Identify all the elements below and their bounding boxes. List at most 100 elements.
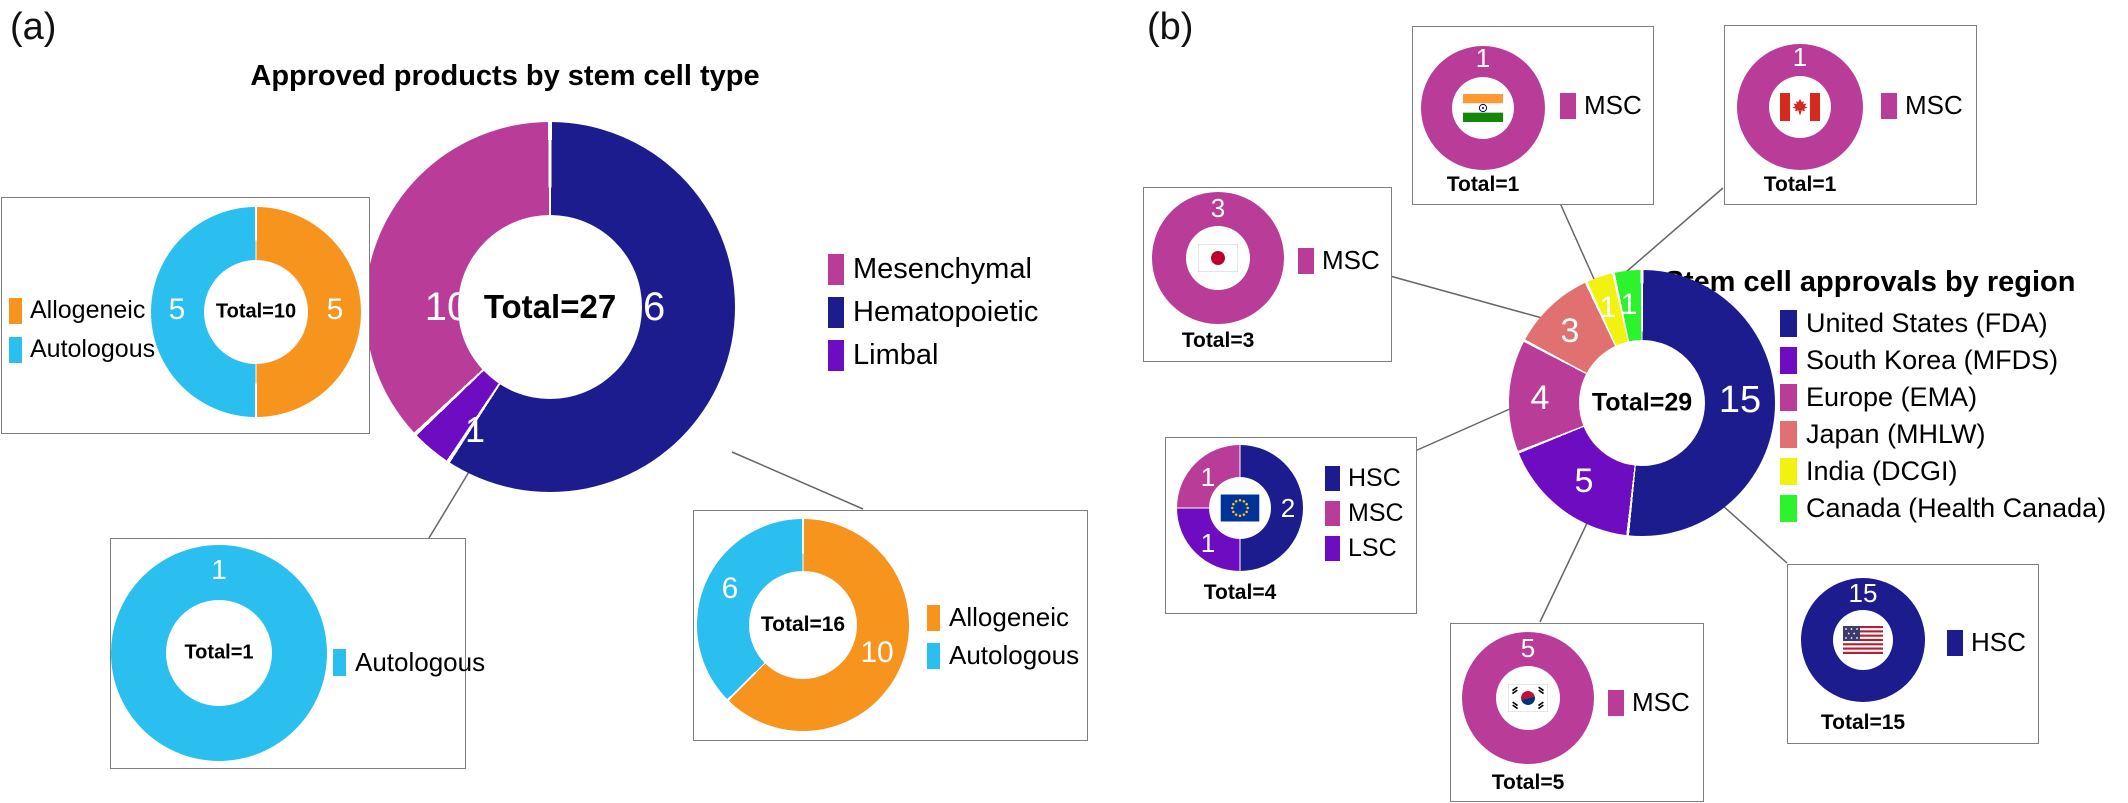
donut-total-label: Total=1 xyxy=(184,641,254,664)
legend-label: Allogeneic xyxy=(949,602,1069,632)
donut-chart-region: 15 5 4 3 1 1 Total=29 xyxy=(1509,270,1775,536)
donut-total-label: Total=27 xyxy=(483,288,617,325)
panel-b-title: Stem cell approvals by region xyxy=(1664,266,2076,298)
panel-a-title: Approved products by stem cell type xyxy=(250,60,760,92)
legend-united-states: HSC xyxy=(1947,627,2026,658)
donut-total-label: Total=3 xyxy=(1181,329,1255,352)
connector-line xyxy=(1539,518,1590,623)
slice-value-label: 5 xyxy=(326,293,344,326)
slice-value-label: 6 xyxy=(721,572,739,605)
legend-swatch xyxy=(927,642,940,669)
legend-swatch xyxy=(1881,92,1897,119)
donut-chart-united-states: 15 xyxy=(1801,578,1925,702)
legend-india: MSC xyxy=(1560,90,1642,121)
connector-line xyxy=(1721,504,1788,564)
donut-chart-total1: 1 Total=1 xyxy=(111,545,327,761)
legend-label: Autologous xyxy=(355,647,486,677)
donut-chart-total16: 10 6 Total=16 xyxy=(697,519,909,731)
donut-hole xyxy=(1579,340,1705,466)
legend-swatch xyxy=(828,254,844,285)
donut-chart-total10: 5 5 Total=10 xyxy=(151,207,361,417)
slice-value-label: 16 xyxy=(620,285,666,329)
india-flag-icon xyxy=(1463,94,1503,122)
legend-item-hsc: HSC xyxy=(1947,627,2026,658)
legend-auto-1: Autologous xyxy=(333,647,485,678)
legend-swatch xyxy=(927,604,940,631)
slice-value-label: 5 xyxy=(1574,462,1594,500)
legend-item-autologous: Autologous xyxy=(927,640,1079,671)
donut-total-label: Total=16 xyxy=(760,613,846,636)
slice-value-label: 10 xyxy=(860,636,894,669)
legend-swatch xyxy=(1780,347,1797,374)
donut-total-label: Total=1 xyxy=(1763,173,1837,196)
legend-canada: MSC xyxy=(1881,90,1963,121)
slice-value-label: 1 xyxy=(1792,42,1808,72)
legend-item-canada: Canada (Health Canada) xyxy=(1780,493,2106,524)
legend-label: MSC xyxy=(1632,687,1690,717)
donut-hole xyxy=(204,260,308,364)
slice-value-label: 5 xyxy=(168,293,186,326)
donut-hole xyxy=(166,600,272,706)
donut-chart-india: 1 xyxy=(1421,43,1545,170)
legend-label: United States (FDA) xyxy=(1806,308,2048,338)
legend-label: LSC xyxy=(1348,534,1397,562)
donut-total-label: Total=15 xyxy=(1820,711,1906,734)
legend-stem-cell-type: Mesenchymal Hematopoietic Limbal xyxy=(828,253,1038,372)
legend-item-hsc: HSC xyxy=(1325,464,1404,493)
slice-value-label: 4 xyxy=(1530,379,1550,417)
legend-label: MSC xyxy=(1322,245,1380,275)
legend-item-united-states: United States (FDA) xyxy=(1780,308,2106,339)
donut-total-label: Total=10 xyxy=(215,300,297,323)
legend-item-japan: Japan (MHLW) xyxy=(1780,419,2106,450)
legend-item-limbal: Limbal xyxy=(828,339,1038,372)
legend-swatch xyxy=(1298,247,1314,274)
legend-item-msc: MSC xyxy=(1881,90,1963,121)
legend-item-mesenchymal: Mesenchymal xyxy=(828,253,1038,286)
legend-swatch xyxy=(1325,536,1340,561)
donut-chart-japan: 3 xyxy=(1152,192,1284,324)
legend-swatch xyxy=(828,297,844,328)
slice-value-label: 1 xyxy=(1200,462,1216,492)
donut-total-label: Total=5 xyxy=(1491,771,1565,794)
slice-value-label: 15 xyxy=(1718,379,1762,421)
legend-swatch xyxy=(1780,458,1797,485)
legend-swatch xyxy=(1325,466,1340,491)
panel-a-label: (a) xyxy=(10,6,57,48)
legend-label: HSC xyxy=(1971,627,2026,657)
legend-swatch xyxy=(1780,421,1797,448)
donut-chart-south-korea: 5 xyxy=(1462,632,1594,764)
connector-line xyxy=(1414,407,1513,452)
legend-swatch xyxy=(1780,384,1797,411)
slice-value-label: 1 xyxy=(1599,291,1617,324)
legend-south-korea: MSC xyxy=(1608,687,1690,718)
legend-item-europe: Europe (EMA) xyxy=(1780,382,2106,413)
slice-value-label: 1 xyxy=(1200,528,1216,558)
connector-line xyxy=(1389,275,1543,319)
legend-swatch xyxy=(1947,629,1963,656)
donut-total-label: Total=4 xyxy=(1203,581,1277,604)
legend-label: Europe (EMA) xyxy=(1806,382,1978,412)
legend-label: MSC xyxy=(1905,90,1963,120)
legend-swatch xyxy=(9,336,22,363)
connector-line xyxy=(731,451,864,510)
legend-swatch xyxy=(1560,92,1576,119)
japan-flag-icon xyxy=(1198,244,1238,272)
legend-item-msc: MSC xyxy=(1608,687,1690,718)
legend-item-lsc: LSC xyxy=(1325,534,1404,563)
legend-item-south-korea: South Korea (MFDS) xyxy=(1780,345,2106,376)
slice-value-label: 1 xyxy=(1475,43,1491,73)
slice-value-label: 15 xyxy=(1848,578,1878,608)
legend-swatch xyxy=(333,649,346,676)
eu-flag-icon xyxy=(1220,494,1260,522)
slice-value-label: 1 xyxy=(1620,288,1638,321)
donut-hole xyxy=(458,215,642,399)
donut-total-label: Total=29 xyxy=(1591,388,1693,417)
slice-value-label: 5 xyxy=(1520,633,1536,663)
legend-swatch xyxy=(1780,495,1797,522)
legend-item-india: India (DCGI) xyxy=(1780,456,2106,487)
donut-chart-canada: 1 xyxy=(1737,44,1863,170)
legend-item-msc: MSC xyxy=(1325,499,1404,528)
legend-swatch xyxy=(1325,501,1340,526)
legend-swatch xyxy=(1780,310,1797,337)
